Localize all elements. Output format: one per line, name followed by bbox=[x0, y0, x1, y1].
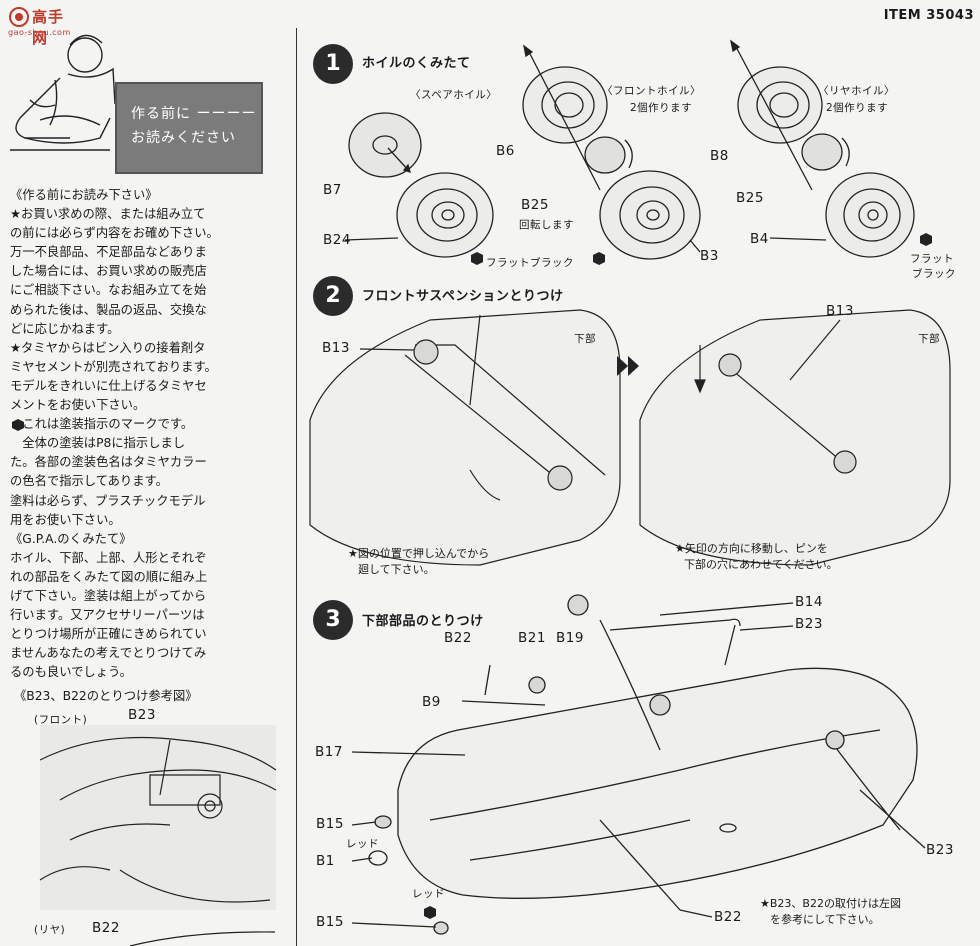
text-line: した場合には、お買い求めの販売店 bbox=[10, 264, 207, 279]
left-instructions-text: 《作る前にお読み下さい》 ★お買い求めの際、または組み立て の前には必らず内容を… bbox=[10, 186, 286, 682]
text-line: ★お買い求めの際、または組み立て bbox=[10, 207, 206, 222]
paint-note-red-2: レッド bbox=[412, 888, 445, 900]
reference-rear-drawing bbox=[129, 931, 276, 946]
text-line: 《作る前にお読み下さい》 bbox=[10, 188, 158, 202]
text-line: ミヤセメントが別売されております。 bbox=[10, 359, 217, 374]
part-label-b19: B19 bbox=[556, 630, 584, 646]
front-wheel-label: 〈フロントホイル〉 bbox=[602, 85, 701, 97]
text-line: 万一不良部品、不足部品などありま bbox=[10, 245, 207, 260]
part-label-b21: B21 bbox=[518, 630, 546, 646]
text-line: た。各部の塗装色名はタミヤカラー bbox=[10, 455, 207, 470]
column-divider bbox=[296, 28, 297, 946]
text-line: にご相談下さい。なお組み立てを始 bbox=[10, 283, 207, 298]
part-label-b7: B7 bbox=[323, 182, 342, 198]
reference-front-drawing bbox=[39, 725, 277, 910]
text-line: 用をお使い下さい。 bbox=[10, 512, 121, 527]
part-label-b15-bottom: B15 bbox=[316, 914, 344, 930]
text-line: 塗料は必らず、プラスチックモデル bbox=[10, 493, 206, 508]
step1-title: ホイルのくみたて bbox=[362, 56, 471, 71]
text-line: るのも良いでしょう。 bbox=[10, 665, 132, 680]
rear-wheel-qty: 2個作ります bbox=[826, 102, 889, 114]
text-line: ませんあなたの考えでとりつけてみ bbox=[10, 646, 207, 661]
part-label-b1: B1 bbox=[316, 853, 335, 869]
text-line: どに応じかねます。 bbox=[10, 321, 120, 336]
reference-front-label: (フロント) bbox=[34, 714, 88, 726]
lower-part-label-left: 下部 bbox=[574, 333, 596, 345]
lower-part-label-right: 下部 bbox=[918, 333, 940, 345]
text-line: げて下さい。塗装は組上がってから bbox=[10, 588, 207, 603]
part-label-b25-rear: B25 bbox=[736, 190, 764, 206]
text-line: 全体の塗装はP8に指示しまし bbox=[10, 436, 186, 451]
step1-wheel-drawings bbox=[344, 39, 915, 260]
part-label-b8: B8 bbox=[710, 148, 729, 164]
paint-marker-hex-icon bbox=[12, 419, 24, 431]
part-label-b9: B9 bbox=[422, 694, 441, 710]
step2-note-left-1: ★図の位置で押し込んでから bbox=[348, 547, 490, 560]
notice-line-1: 作る前に ーーーー bbox=[131, 106, 257, 122]
step3-paint-hex-icons bbox=[424, 906, 436, 919]
rear-wheel-label: 〈リヤホイル〉 bbox=[818, 85, 895, 97]
text-line: 《G.P.A.のくみたて》 bbox=[10, 531, 132, 546]
paint-note-flat: フラット bbox=[910, 253, 954, 265]
rotate-note: 回転します bbox=[519, 219, 574, 231]
step3-note-2: を参考にして下さい。 bbox=[770, 913, 880, 926]
spare-wheel-label: 〈スペアホイル〉 bbox=[410, 89, 498, 101]
step2-suspension-drawings bbox=[309, 309, 951, 566]
step3-note-1: ★B23、B22の取付けは左図 bbox=[760, 897, 901, 910]
text-line: められた後は、製品の返品、交換な bbox=[10, 302, 207, 317]
logo-url: gao-shou.com bbox=[8, 28, 71, 37]
step3-number: 3 bbox=[313, 600, 353, 640]
text-line: ★タミヤからはビン入りの接着剤タ bbox=[10, 340, 206, 355]
text-line: ホイル、下部、上部、人形とそれぞ bbox=[10, 550, 207, 565]
read-before-assembly-box: 作る前に ーーーー お読みください bbox=[115, 82, 263, 174]
step3-chassis-drawing bbox=[351, 594, 926, 935]
seated-figure-drawing bbox=[10, 34, 116, 151]
part-label-b25-front: B25 bbox=[521, 197, 549, 213]
front-wheel-qty: 2個作ります bbox=[630, 102, 693, 114]
part-label-b6: B6 bbox=[496, 143, 515, 159]
step2-forward-arrow-icon bbox=[617, 356, 639, 376]
step2-number: 2 bbox=[313, 276, 353, 316]
part-label-b23-bottom: B23 bbox=[926, 842, 954, 858]
step2-title: フロントサスペンションとりつけ bbox=[362, 289, 564, 304]
text-line: 行います。又アクセサリーパーツは bbox=[10, 608, 205, 623]
paint-note-flat-black: フラットブラック bbox=[486, 257, 574, 269]
part-label-b13-right: B13 bbox=[826, 303, 854, 319]
paint-note-red-1: レッド bbox=[346, 838, 379, 850]
reference-b22-label: B22 bbox=[92, 920, 120, 936]
text-line: これは塗装指示のマークです。 bbox=[10, 417, 194, 432]
logo-text: 高手网 bbox=[32, 8, 65, 47]
part-label-b17: B17 bbox=[315, 744, 343, 760]
text-line: メントをお使い下さい。 bbox=[10, 398, 146, 413]
part-label-b3: B3 bbox=[700, 248, 719, 264]
paint-note-black: ブラック bbox=[912, 268, 956, 280]
text-line: の色名で指示してあります。 bbox=[10, 474, 168, 489]
step1-number: 1 bbox=[313, 44, 353, 84]
text-line: モデルをきれいに仕上げるタミヤセ bbox=[10, 378, 207, 393]
notice-line-2: お読みください bbox=[131, 130, 236, 146]
step2-note-right-1: ★矢印の方向に移動し、ピンを bbox=[675, 542, 828, 555]
reference-title: 《B23、B22のとりつけ参考図》 bbox=[14, 689, 198, 703]
step3-title: 下部部品のとりつけ bbox=[362, 614, 484, 629]
part-label-b22-top: B22 bbox=[444, 630, 472, 646]
paint-marker-hex-icons bbox=[471, 233, 932, 265]
part-label-b14: B14 bbox=[795, 594, 823, 610]
part-label-b15-top: B15 bbox=[316, 816, 344, 832]
text-line: れの部品をくみたて図の順に組み上 bbox=[10, 569, 208, 584]
part-label-b13-left: B13 bbox=[322, 340, 350, 356]
part-label-b23-top: B23 bbox=[795, 616, 823, 632]
reference-rear-label: (リヤ) bbox=[34, 924, 66, 936]
text-line: とりつけ場所が正確にきめられてい bbox=[10, 627, 207, 642]
step2-note-right-2: 下部の穴にあわせてください。 bbox=[684, 558, 838, 571]
part-label-b4: B4 bbox=[750, 231, 769, 247]
reference-b23-label: B23 bbox=[128, 707, 156, 723]
step2-note-left-2: 廻して下さい。 bbox=[358, 563, 435, 576]
item-number: ITEM 35043 bbox=[883, 8, 974, 23]
text-line: の前には必らず内容をお確め下さい。 bbox=[10, 226, 219, 241]
site-logo: 高手网 gao-shou.com bbox=[6, 4, 78, 47]
part-label-b24: B24 bbox=[323, 232, 351, 248]
logo-emblem-icon bbox=[9, 7, 29, 27]
part-label-b22-bottom: B22 bbox=[714, 909, 742, 925]
